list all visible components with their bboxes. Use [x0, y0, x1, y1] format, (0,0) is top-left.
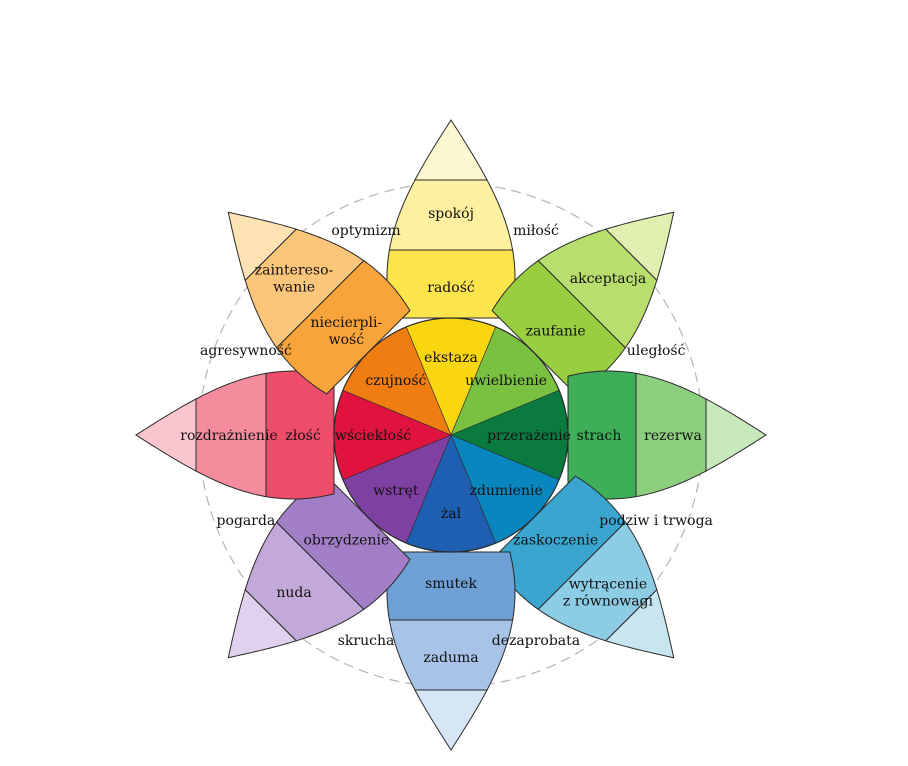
petal-joy — [386, 119, 516, 319]
petal-disgust — [227, 475, 411, 659]
emotion-label-fear-2: strach — [577, 428, 622, 444]
emotion-label-sadness-1: żal — [441, 506, 462, 522]
emotion-label-joy-2: radość — [427, 280, 475, 296]
emotion-label-anticipation-3: zaintereso-wanie — [255, 263, 334, 296]
emotion-label-anger-3: rozdrażnienie — [180, 428, 277, 444]
dyad-label-6: pogarda — [217, 513, 276, 529]
emotion-label-disgust-2: obrzydzenie — [303, 533, 389, 549]
dyad-label-2: uległość — [627, 343, 686, 359]
dyad-label-4: dezaprobata — [492, 633, 580, 649]
petal-anger-segment-3 — [135, 398, 197, 472]
emotion-label-disgust-1: wstręt — [373, 483, 419, 499]
petal-joy-core — [397, 318, 505, 436]
emotion-label-trust-1: uwielbienie — [465, 373, 547, 389]
dyad-label-3: podziw i trwoga — [599, 513, 713, 529]
petal-anticipation — [227, 211, 411, 395]
dyad-label-7: agresywność — [200, 343, 292, 359]
petal-surprise-segment-3 — [604, 588, 675, 659]
emotion-label-fear-1: przerażenie — [487, 428, 571, 444]
emotion-label-joy-1: ekstaza — [424, 350, 478, 366]
dyad-label-1: miłość — [513, 223, 559, 239]
petal-sadness — [386, 551, 516, 751]
petal-sadness-core — [397, 434, 505, 552]
emotion-label-sadness-3: zaduma — [423, 650, 478, 666]
emotion-label-disgust-3: nuda — [276, 585, 311, 601]
emotion-label-anticipation-1: czujność — [365, 373, 426, 389]
dyad-label-5: skrucha — [338, 633, 395, 649]
emotion-label-surprise-2: zaskoczenie — [513, 533, 598, 549]
petal-sadness-segment-3 — [414, 689, 488, 751]
petal-anticipation-segment-3 — [227, 211, 298, 282]
petal-anger — [135, 370, 335, 500]
emotion-label-anger-2: złość — [285, 428, 321, 444]
petal-fear-segment-3 — [705, 398, 767, 472]
emotion-label-joy-3: spokój — [428, 206, 474, 222]
petal-trust-segment-3 — [604, 211, 675, 282]
emotion-label-sadness-2: smutek — [425, 576, 477, 592]
petal-joy-segment-3 — [414, 119, 488, 181]
emotion-label-surprise-1: zdumienie — [470, 483, 543, 499]
emotion-label-anger-1: wściekłość — [335, 428, 411, 444]
emotion-label-fear-3: rezerwa — [644, 428, 702, 444]
emotion-label-anticipation-2: niecierpli-wość — [310, 315, 382, 348]
petal-trust — [491, 211, 675, 395]
petal-anger-core — [334, 381, 452, 489]
emotion-label-trust-3: akceptacja — [570, 271, 646, 287]
petal-surprise — [491, 475, 675, 659]
emotion-label-trust-2: zaufanie — [526, 323, 586, 339]
petal-fear-core — [450, 381, 568, 489]
dyad-label-8: optymizm — [331, 223, 400, 239]
petal-fear — [567, 370, 767, 500]
inner-ring — [333, 317, 569, 553]
petal-disgust-segment-3 — [227, 588, 298, 659]
